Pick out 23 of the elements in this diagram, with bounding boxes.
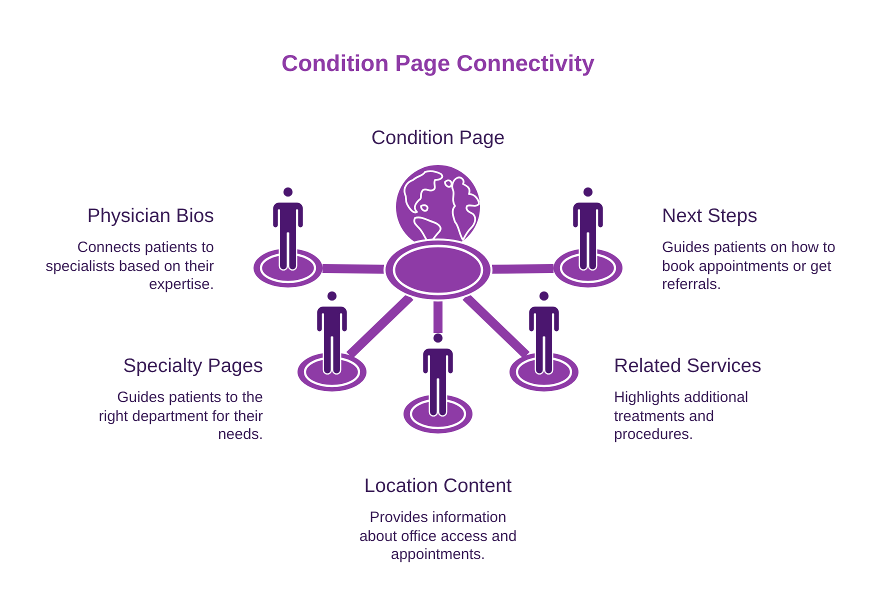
node-title: Physician Bios xyxy=(87,204,214,228)
node-title: Related Services xyxy=(614,354,762,378)
person-on-disc xyxy=(553,186,623,288)
person-on-disc xyxy=(403,332,473,434)
connector-line xyxy=(492,264,554,274)
connector-line xyxy=(434,301,442,333)
connector-line xyxy=(322,264,384,274)
node-description: Provides information about office access and appointments. xyxy=(358,509,518,564)
node-description: Guides patients on how to book appointments or get referrals. xyxy=(662,239,836,294)
node-title: Specialty Pages xyxy=(123,354,263,378)
node-description: Connects patients to specialists based on their expertise. xyxy=(44,239,214,294)
node-title: Location Content xyxy=(364,474,512,498)
person-on-disc xyxy=(253,186,323,288)
diagram-title: Condition Page Connectivity xyxy=(281,49,595,78)
connector-line xyxy=(462,293,530,358)
node-title: Next Steps xyxy=(662,204,758,228)
person-on-disc xyxy=(509,290,579,392)
connector-line xyxy=(346,293,414,358)
node-title: Condition Page xyxy=(371,126,505,150)
globe-on-platform xyxy=(383,164,493,302)
node-description: Highlights additional treatments and procedures. xyxy=(614,389,750,444)
person-on-disc xyxy=(297,290,367,392)
node-description: Guides patients to the right department for their needs. xyxy=(98,389,263,444)
